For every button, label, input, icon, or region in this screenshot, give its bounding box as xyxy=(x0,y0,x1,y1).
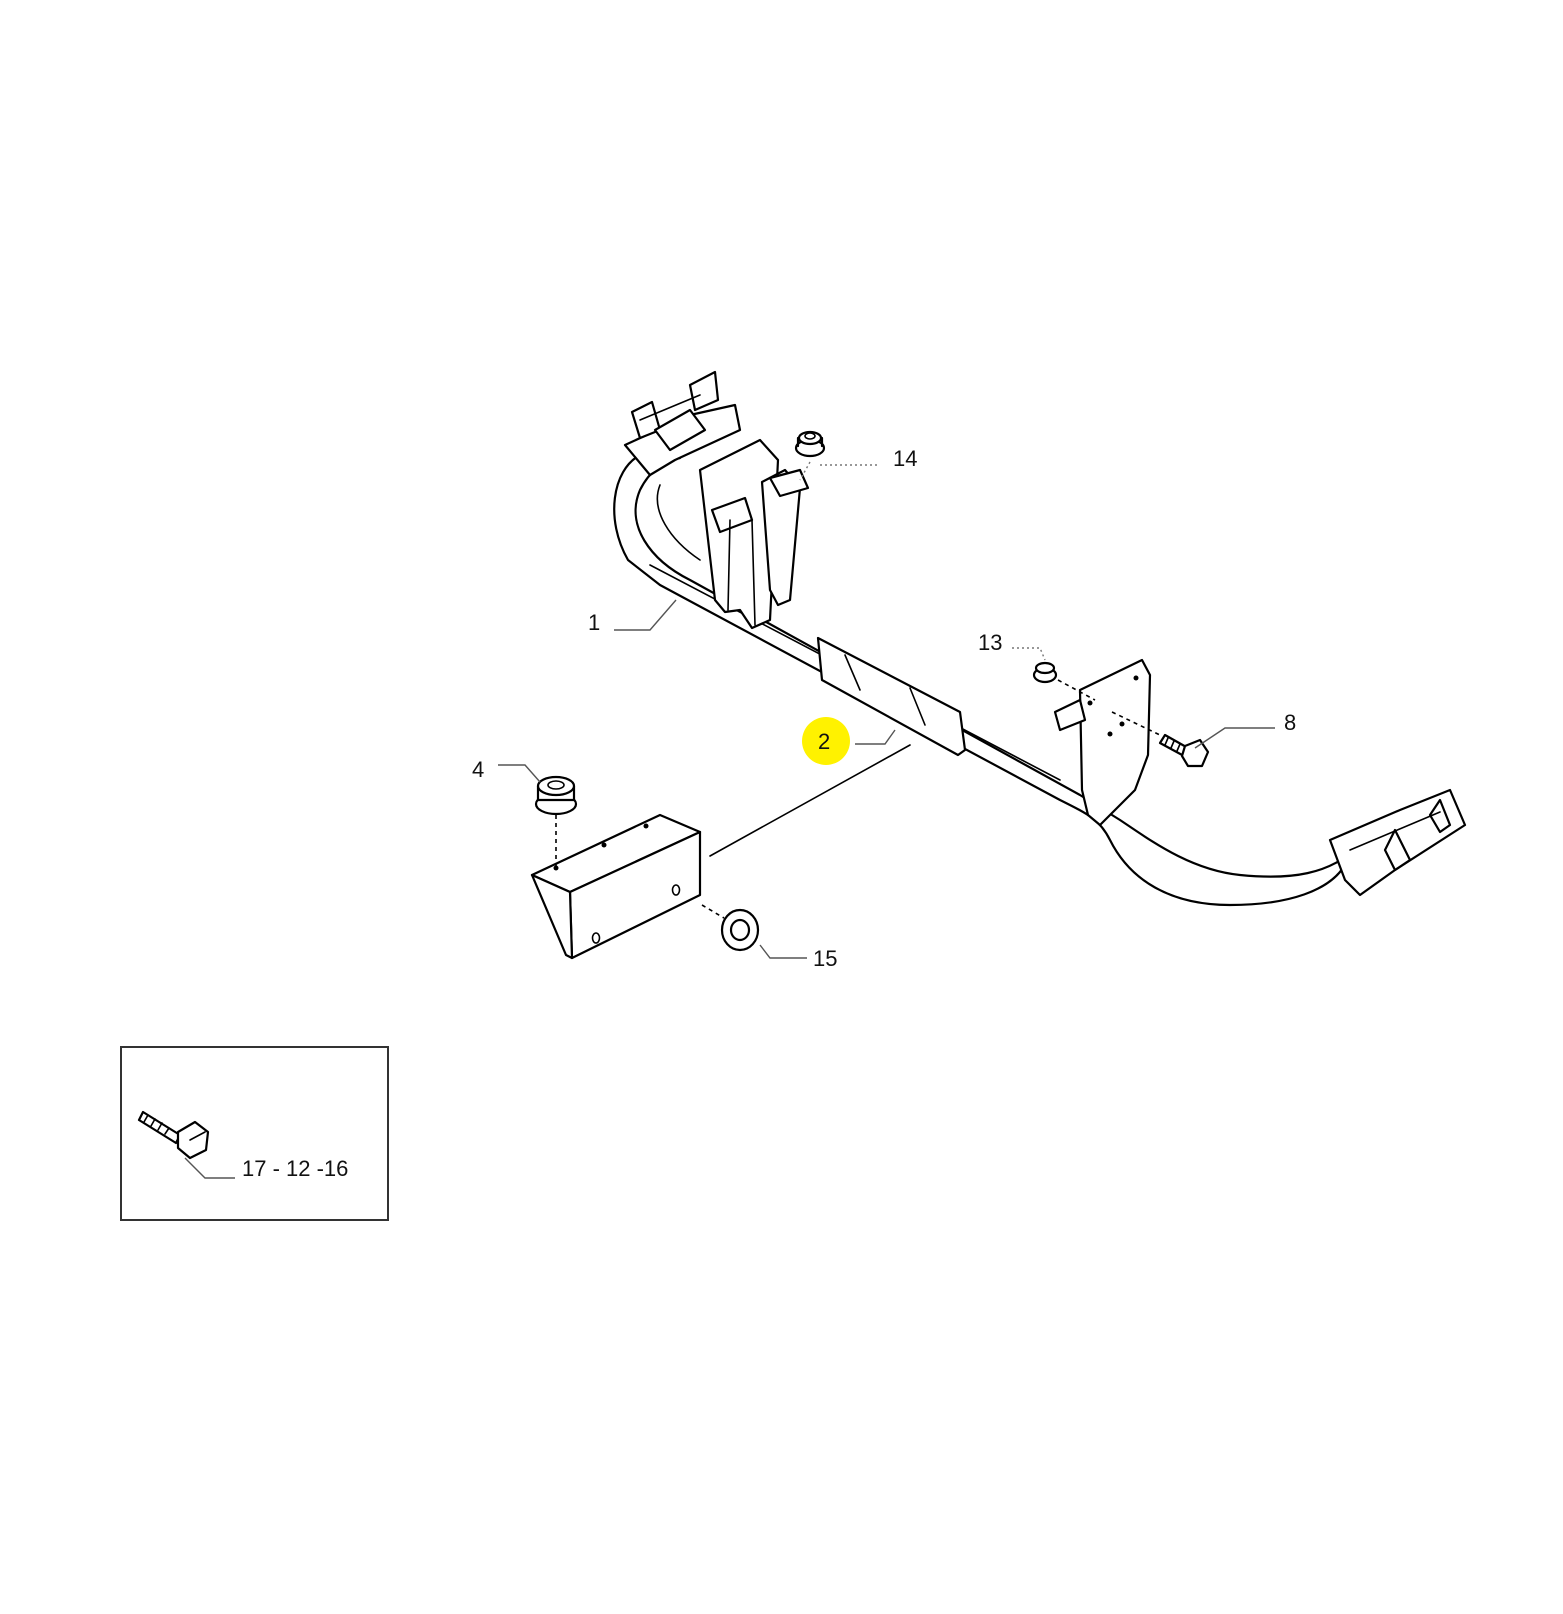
angle-bracket-icon xyxy=(530,813,702,960)
callout-15[interactable]: 15 xyxy=(813,946,837,971)
callout-2[interactable]: 2 xyxy=(818,729,830,754)
crossbar-frame-icon xyxy=(613,370,1467,907)
highlight-marker xyxy=(802,717,850,765)
washer-icon xyxy=(720,908,760,952)
flange-nut-icon xyxy=(534,775,578,816)
callout-14[interactable]: 14 xyxy=(893,446,917,471)
callout-8[interactable]: 8 xyxy=(1284,710,1296,735)
bolt-icon xyxy=(1158,733,1210,768)
callout-4[interactable]: 4 xyxy=(472,757,484,782)
bolt-icon xyxy=(137,1110,210,1160)
flange-nut-icon xyxy=(794,430,826,458)
inset-box: 17 - 12 -16 xyxy=(120,1046,389,1221)
callout-13[interactable]: 13 xyxy=(978,630,1002,655)
callout-1[interactable]: 1 xyxy=(588,610,600,635)
flange-nut-icon xyxy=(1032,661,1058,684)
inset-callout-label[interactable]: 17 - 12 -16 xyxy=(242,1156,348,1181)
